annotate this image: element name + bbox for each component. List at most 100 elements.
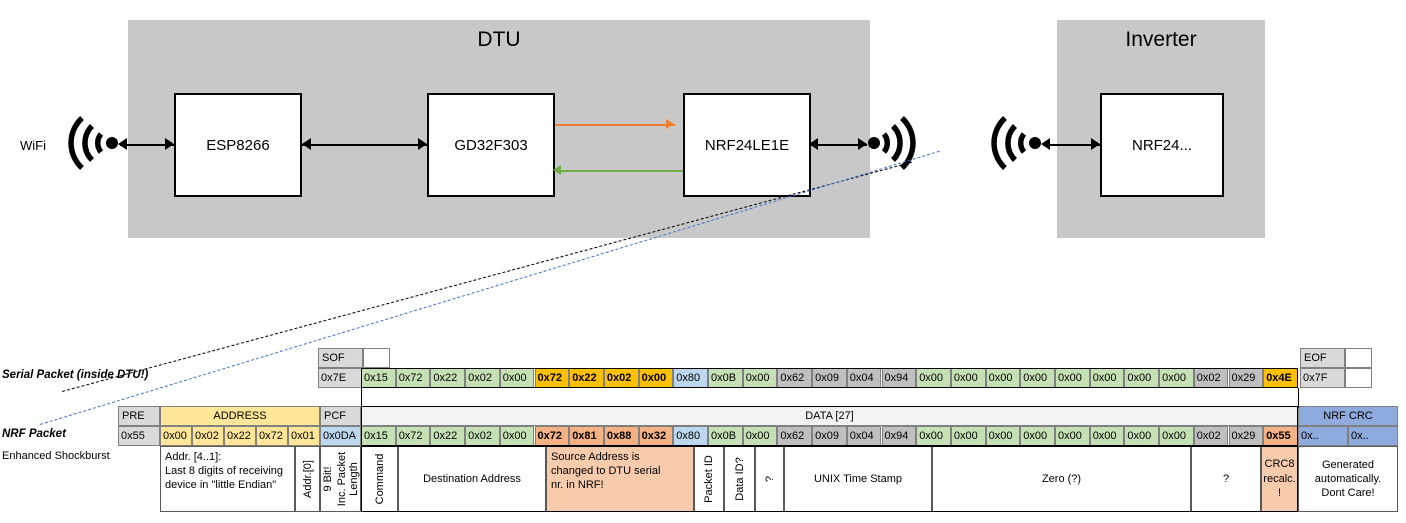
serial-byte-8: 0x00: [638, 368, 674, 388]
nrf-address-header: ADDRESS: [160, 406, 320, 426]
desc-unknown-small: ?: [755, 446, 784, 512]
serial-byte-6: 0x22: [569, 368, 604, 388]
link-nrf-gd32-green: [561, 170, 683, 172]
desc-command: Command: [361, 446, 398, 512]
nrf-pre-header: PRE: [118, 406, 160, 426]
link-antenna-nrf24: [1043, 144, 1100, 146]
nrf-byte-20: 0x00: [1055, 426, 1090, 446]
block-diagram: DTU Inverter WiFi ESP8266 GD32F303 NRF24…: [0, 0, 1406, 260]
serial-byte-4: 0x00: [499, 368, 535, 388]
nrf-data-header: DATA [27]: [361, 406, 1298, 426]
desc-data-id-label: Data ID?: [733, 457, 746, 501]
serial-packet-label: Serial Packet (inside DTU!): [2, 369, 149, 381]
nrf-byte-4: 0x00: [499, 426, 535, 446]
arrowhead-right-gd32: [418, 138, 427, 150]
nrf-byte-7: 0x88: [603, 426, 639, 446]
nrf-pcf-header: PCF: [320, 406, 361, 426]
chip-nrf24le1e: NRF24LE1E: [683, 93, 811, 197]
nrf-crc-byte-0: 0x..: [1298, 426, 1348, 446]
serial-byte-10: 0x0B: [708, 368, 743, 388]
shockburst-label: Enhanced Shockburst: [2, 450, 110, 462]
serial-right-separator: [1298, 388, 1299, 408]
nrf-byte-6: 0x81: [569, 426, 604, 446]
nrf-byte-25: 0x29: [1228, 426, 1264, 446]
arrowhead-left-nrf: [809, 138, 818, 150]
arrowhead-right-esp: [165, 138, 174, 150]
chip-gd32f303: GD32F303: [427, 93, 555, 197]
arrowhead-right-orange: [666, 119, 674, 129]
desc-packet-id: Packet ID: [694, 446, 724, 512]
serial-byte-17: 0x00: [950, 368, 986, 388]
nrf-byte-2: 0x22: [430, 426, 466, 446]
inverter-antenna-icon: [985, 112, 1043, 179]
nrf-byte-24: 0x02: [1193, 426, 1229, 446]
link-nrf-antenna: [811, 144, 867, 146]
nrf-crc-header: NRF CRC: [1298, 406, 1398, 426]
desc-pcf-b: Inc. Packet: [335, 451, 348, 507]
serial-byte-15: 0x94: [881, 368, 917, 388]
desc-zero: Zero (?): [932, 446, 1191, 512]
arrowhead-left-green: [553, 165, 561, 175]
serial-byte-22: 0x00: [1124, 368, 1160, 388]
desc-command-label: Command: [373, 453, 386, 505]
nrf-address-byte-4: 0x01: [288, 426, 320, 446]
nrf-byte-10: 0x0B: [708, 426, 743, 446]
chip-esp8266: ESP8266: [174, 93, 302, 197]
nrf-byte-17: 0x00: [950, 426, 986, 446]
nrf-byte-11: 0x00: [742, 426, 778, 446]
serial-byte-16: 0x00: [916, 368, 951, 388]
serial-eof-header-spacer: [1345, 348, 1372, 368]
serial-byte-18: 0x00: [985, 368, 1021, 388]
desc-pcf-a: 9 Bit!: [321, 466, 334, 492]
link-gd32-nrf-orange: [555, 124, 675, 126]
serial-byte-2: 0x22: [430, 368, 466, 388]
desc-packet-id-label: Packet ID: [703, 455, 715, 503]
nrf-byte-14: 0x04: [846, 426, 882, 446]
desc-addr0: Addr.[0]: [295, 446, 320, 512]
nrf-byte-23: 0x00: [1159, 426, 1194, 446]
nrf-byte-22: 0x00: [1124, 426, 1160, 446]
serial-byte-7: 0x02: [603, 368, 639, 388]
nrf-address-byte-2: 0x22: [224, 426, 256, 446]
arrowhead-right-nrf24: [1091, 138, 1100, 150]
nrf-address-byte-0: 0x00: [160, 426, 192, 446]
serial-byte-21: 0x00: [1089, 368, 1125, 388]
wifi-antenna-icon: [62, 112, 120, 179]
packet-tables: Serial Packet (inside DTU!) SOF 0x7E 0x1…: [0, 340, 1406, 523]
nrf-byte-16: 0x00: [916, 426, 951, 446]
dtu-radio-antenna-icon: [866, 112, 916, 179]
serial-byte-11: 0x00: [742, 368, 778, 388]
serial-byte-14: 0x04: [846, 368, 882, 388]
desc-unknown-small-label: ?: [763, 475, 776, 483]
serial-byte-0: 0x15: [361, 368, 396, 388]
nrf-pcf-value: 0x0DA: [320, 426, 361, 446]
desc-nrf-crc: Generated automatically. Dont Care!: [1298, 446, 1398, 512]
serial-sof-value: 0x7E: [318, 368, 363, 388]
nrf-byte-0: 0x15: [361, 426, 396, 446]
inverter-title: Inverter: [1125, 28, 1197, 51]
serial-eof-value-spacer: [1345, 368, 1372, 388]
serial-byte-25: 0x29: [1228, 368, 1264, 388]
arrowhead-right-antenna: [858, 138, 867, 150]
serial-byte-12: 0x62: [777, 368, 813, 388]
desc-unix-timestamp: UNIX Time Stamp: [784, 446, 932, 512]
nrf-byte-26: 0x55: [1263, 426, 1298, 446]
nrf-byte-19: 0x00: [1020, 426, 1055, 446]
serial-byte-19: 0x00: [1020, 368, 1055, 388]
nrf-byte-18: 0x00: [985, 426, 1021, 446]
nrf-pre-value: 0x55: [118, 426, 160, 446]
nrf-byte-13: 0x09: [812, 426, 847, 446]
serial-byte-24: 0x02: [1193, 368, 1229, 388]
chip-nrf24: NRF24...: [1100, 93, 1224, 197]
desc-addr0-label: Addr.[0]: [301, 460, 314, 498]
desc-data-id: Data ID?: [724, 446, 755, 512]
arrowhead-left-wifi: [118, 138, 127, 150]
desc-crc8: CRC8 recalc. !: [1261, 446, 1298, 512]
nrf-address-byte-3: 0x72: [256, 426, 288, 446]
nrf-byte-9: 0x80: [673, 426, 708, 446]
nrf-crc-byte-1: 0x..: [1348, 426, 1398, 446]
link-esp-gd32: [302, 144, 427, 146]
nrf-byte-3: 0x02: [465, 426, 500, 446]
serial-byte-1: 0x72: [395, 368, 431, 388]
desc-pcf: 9 Bit! Inc. Packet Length: [320, 446, 361, 512]
